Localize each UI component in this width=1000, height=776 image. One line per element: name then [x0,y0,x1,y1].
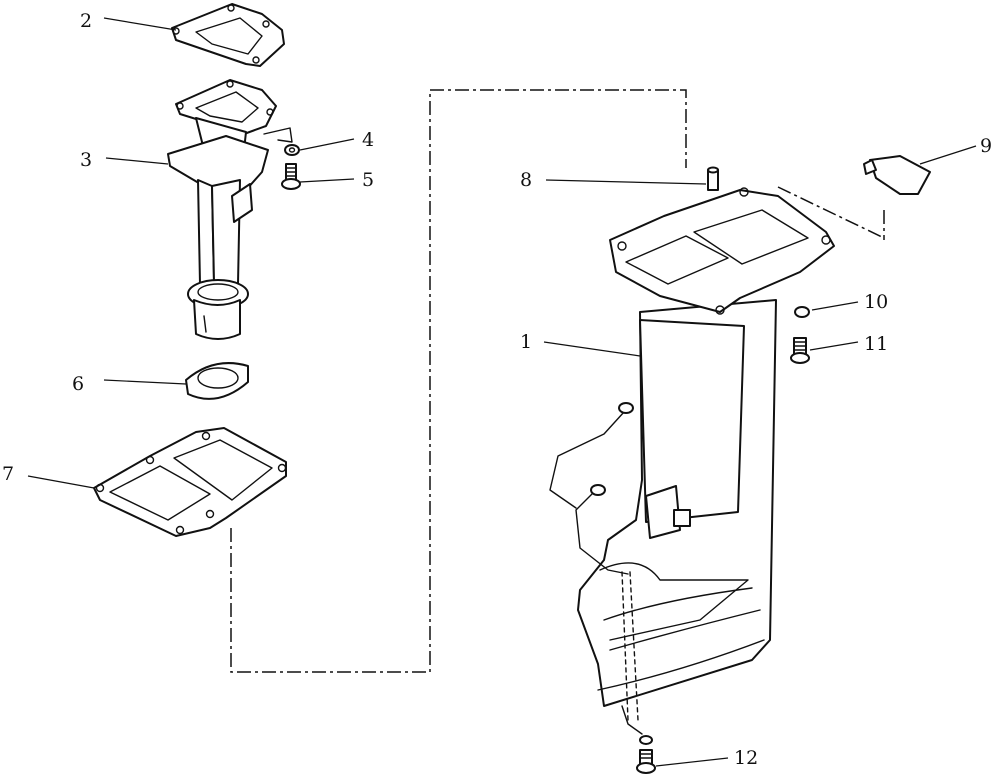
callout-6: 6 [72,373,84,395]
callout-labels: 2 3 4 5 6 7 8 9 10 11 1 12 [2,10,992,769]
alignment-lines [230,89,885,673]
callout-7: 7 [2,463,14,485]
callout-8: 8 [520,169,532,191]
part-5-bolt [281,163,301,190]
part-3-exhaust-guide [167,79,293,340]
callout-3: 3 [80,149,92,171]
ground-wire [549,402,643,735]
part-1-housing [577,187,835,721]
callout-9: 9 [980,135,992,157]
callout-1: 1 [520,331,532,353]
leader-lines [27,17,977,767]
part-11-bolt [790,337,810,364]
part-8-dowel-pin [707,166,719,191]
part-7-gasket [93,427,287,537]
part-9-cover [863,155,931,195]
part-4-washer [284,144,300,156]
callout-12: 12 [734,747,758,769]
callout-11: 11 [864,333,888,355]
callout-2: 2 [80,10,92,32]
part-10-washer [794,306,810,318]
callout-4: 4 [362,129,374,151]
part-6-seal [185,362,249,400]
part-2-gasket [171,3,285,67]
part-12-bolt [636,735,656,774]
callout-10: 10 [864,291,888,313]
callout-5: 5 [362,169,374,191]
